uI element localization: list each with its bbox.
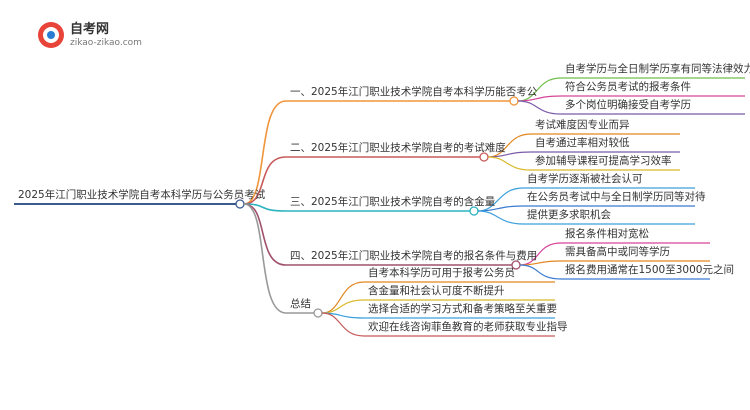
logo-icon <box>38 22 64 48</box>
branch-label: 一、2025年江门职业技术学院自考本科学历能否考公 <box>290 86 538 98</box>
branch-node-dot <box>479 152 489 162</box>
branch-label: 四、2025年江门职业技术学院自考的报名条件与费用 <box>290 250 538 262</box>
branch-connector <box>243 156 287 205</box>
leaf-connector <box>517 100 562 115</box>
branch-label: 二、2025年江门职业技术学院自考的考试难度 <box>290 142 506 154</box>
leaf-label: 需具备高中或同等学历 <box>565 246 670 258</box>
root-topic: 2025年江门职业技术学院自考本科学历与公务员考试 <box>18 189 266 201</box>
branch-connector <box>243 203 287 266</box>
leaf-connector <box>519 264 562 280</box>
site-logo[interactable]: 自考网 zikao-zikao.com <box>38 22 142 48</box>
branch-connector <box>243 100 287 205</box>
branch-label: 三、2025年江门职业技术学院自考的含金量 <box>290 196 496 208</box>
leaf-connector <box>321 281 365 314</box>
branch-label: 总结 <box>290 298 311 310</box>
logo-title: 自考网 <box>70 21 110 37</box>
leaf-label: 提供更多求职机会 <box>527 209 611 221</box>
branch-node-dot <box>469 206 479 216</box>
leaf-label: 选择合适的学习方式和备考策略至关重要 <box>368 303 557 315</box>
leaf-label: 在公务员考试中与全日制学历同等对待 <box>527 191 706 203</box>
leaf-connector <box>321 299 365 314</box>
leaf-label: 报名条件相对宽松 <box>565 228 649 240</box>
leaf-label: 符合公务员考试的报考条件 <box>565 81 691 93</box>
branch-node-dot <box>313 308 323 318</box>
leaf-label: 自考学历与全日制学历享有同等法律效力 <box>565 63 750 75</box>
leaf-connector <box>477 210 524 225</box>
leaf-label: 自考本科学历可用于报考公务员 <box>368 267 515 279</box>
branch-connector <box>243 203 287 212</box>
leaf-label: 含金量和社会认可度不断提升 <box>368 285 505 297</box>
leaf-label: 报名费用通常在1500至3000元之间 <box>565 264 734 276</box>
leaf-label: 参加辅导课程可提高学习效率 <box>535 155 672 167</box>
leaf-connector <box>321 312 365 337</box>
leaf-label: 考试难度因专业而异 <box>535 119 630 131</box>
leaf-label: 自考通过率相对较低 <box>535 137 630 149</box>
branch-connector <box>243 203 287 314</box>
logo-subtitle: zikao-zikao.com <box>70 37 142 48</box>
root-node-dot <box>235 199 245 209</box>
leaf-label: 欢迎在线咨询菲鱼教育的老师获取专业指导 <box>368 321 568 333</box>
branch-node-dot <box>509 96 519 106</box>
leaf-label: 多个岗位明确接受自考学历 <box>565 99 691 111</box>
leaf-label: 自考学历逐渐被社会认可 <box>527 173 643 185</box>
leaf-connector <box>487 156 532 171</box>
